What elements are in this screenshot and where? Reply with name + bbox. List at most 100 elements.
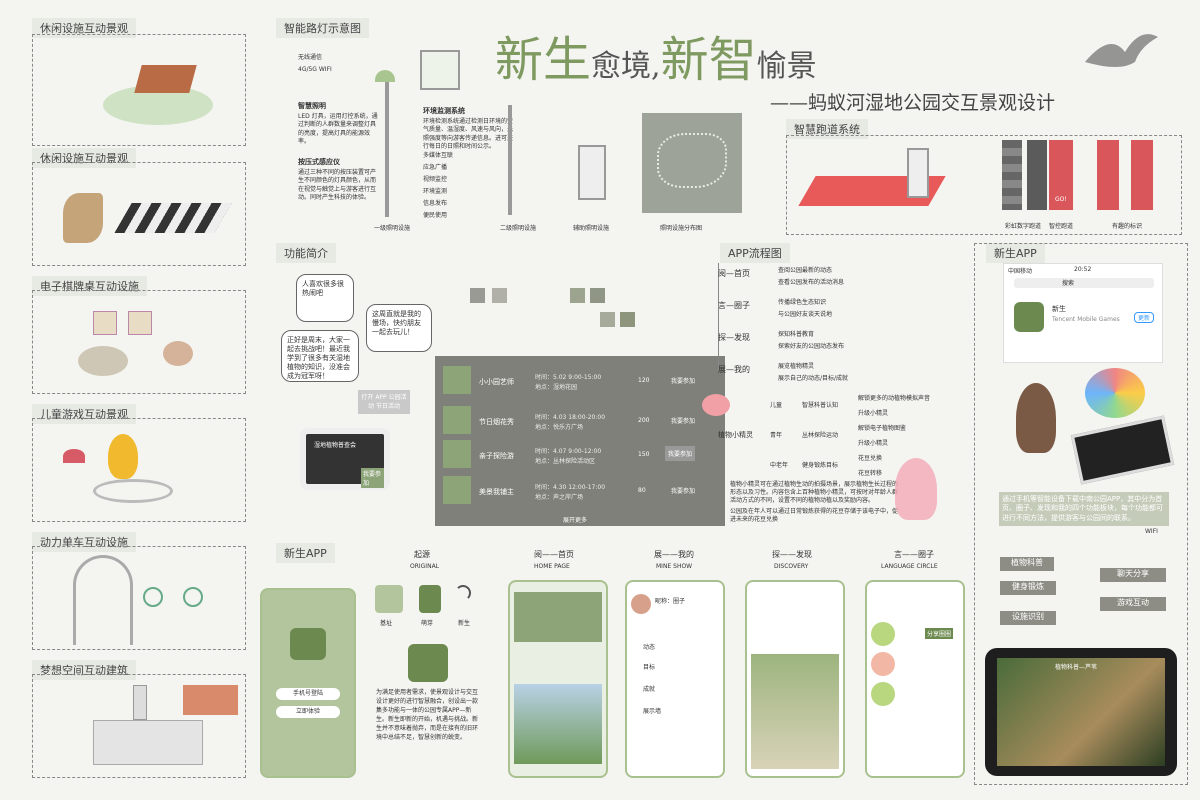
join-button[interactable]: 我要参加 xyxy=(665,446,696,461)
age-outcome: 花豆兑换 xyxy=(858,455,883,462)
bench-shape xyxy=(134,65,197,93)
light-bullet: 信息发布 xyxy=(423,200,448,207)
screen-subheading-home: HOME PAGE xyxy=(534,563,570,570)
circle-phone: 分享圈圈 xyxy=(865,580,965,778)
owl-icon xyxy=(1016,383,1056,453)
event-name: 亲子探险游 xyxy=(479,452,514,460)
signal-icon xyxy=(455,585,471,601)
piano-steps xyxy=(114,203,232,233)
origin-label-2: 萌芽 xyxy=(421,620,434,627)
hand-tablet-right: 植物科普—芦苇 xyxy=(985,648,1177,776)
tag-facility[interactable]: 设施识别 xyxy=(1000,611,1056,625)
event-time: 时间：4.03 18:00-20:00 xyxy=(535,414,606,421)
light-label-4: 照明设施分布图 xyxy=(660,225,703,232)
show-more-link[interactable]: 展开更多 xyxy=(563,517,588,524)
event-row[interactable]: 亲子探险游 时间：4.07 9:00-12:00 地点：丛林探险活动区 150 … xyxy=(443,438,715,472)
app-developer: Tencent Mobile Games xyxy=(1052,316,1120,323)
tag-plant[interactable]: 植物科普 xyxy=(1000,557,1054,571)
press-sensor-heading: 按压式感应仪 xyxy=(298,158,340,166)
light-bullet: 应急广播 xyxy=(423,164,448,171)
env-heading: 环境监测系统 xyxy=(423,107,465,115)
flow-note-2: 公园及在年人可以通过日常锻炼获得的花豆存储于该电子中，促进未来的花豆兑换 xyxy=(730,508,899,524)
building-shape xyxy=(93,720,203,765)
mine-item[interactable]: 目标 xyxy=(643,664,656,671)
screen-subheading-discover: DISCOVERY xyxy=(774,563,809,570)
age-outcome: 升级小精灵 xyxy=(858,410,889,417)
join-button[interactable]: 我要参加 xyxy=(671,488,696,495)
left-panel-6 xyxy=(32,674,246,778)
color-wheel-icon xyxy=(1085,368,1145,418)
home-landscape xyxy=(514,684,602,764)
screen-heading-discover: 探——发现 xyxy=(772,550,812,559)
light-bullet: 视频监控 xyxy=(423,176,448,183)
table-shape xyxy=(78,346,128,376)
wireless-label: 无线通信 xyxy=(298,54,323,61)
join-button[interactable]: 我要参加 xyxy=(671,418,696,425)
flow-note-1: 植物小精灵可在通过植物生动的拍摄场景，展示植物生长过程的形态以及习性。内容包含上… xyxy=(730,481,899,505)
like-count: 120 xyxy=(638,377,650,384)
mine-phone: 昵称：圈子 动态 目标 成就 展示墙 xyxy=(625,580,725,778)
event-place: 地点：丛林探险活动区 xyxy=(535,458,596,465)
event-row[interactable]: 小小园艺师 时间：5.02 9:00-15:00 地点：湿地花园 120 我要参… xyxy=(443,364,715,398)
mine-item[interactable]: 成就 xyxy=(643,686,656,693)
left-title-1: 休闲设施互动景观 xyxy=(32,18,136,38)
age-activity: 智慧科普认知 xyxy=(802,402,839,409)
sprout-icon xyxy=(419,585,441,613)
left-title-4: 儿童游戏互动景观 xyxy=(32,404,136,424)
table-shape xyxy=(163,341,193,366)
flow-item-sub: 探知科普教育 xyxy=(778,331,815,338)
screen-heading-home: 阅——首页 xyxy=(534,550,574,559)
install-button[interactable]: 更新 xyxy=(1134,312,1155,323)
light-bullet: 便民使用 xyxy=(423,212,448,219)
tag-fitness[interactable]: 健身锻炼 xyxy=(1000,581,1056,595)
flow-item-label: 展—我的 xyxy=(718,365,750,374)
plant-sprite-label: 植物小精灵 xyxy=(718,431,753,439)
title-part-3: 新智 xyxy=(660,32,757,88)
mine-item[interactable]: 展示墙 xyxy=(643,708,662,715)
event-list-bg xyxy=(435,356,725,526)
left-panel-2 xyxy=(32,162,246,266)
circle-avatar xyxy=(871,622,895,646)
origin-square-icon xyxy=(375,585,403,613)
map-outline xyxy=(657,133,727,188)
control-track xyxy=(1027,140,1047,210)
light-label-2: 二级照明设施 xyxy=(500,225,537,232)
flow-line xyxy=(718,263,719,373)
photo-thumb xyxy=(600,312,615,327)
press-sensor-body: 通过三种不同的按压装置可产生不同颜色的灯具颜色，从而在视觉与触觉上与游客进行互动… xyxy=(298,169,377,202)
event-row[interactable]: 美景我铺主 时间：4.30 12:00-17:00 地点：声之岸广场 80 我要… xyxy=(443,474,715,508)
origin-subheading: ORIGINAL xyxy=(410,563,440,570)
join-button[interactable]: 我要参加 xyxy=(671,378,696,385)
arch-shape xyxy=(73,555,133,645)
event-time: 时间：5.02 9:00-15:00 xyxy=(535,374,602,381)
track-shape xyxy=(183,685,238,715)
run-heading: 智慧跑道系统 xyxy=(786,119,868,139)
event-place: 地点：悦乐方广场 xyxy=(535,424,584,431)
bike-wheel xyxy=(143,587,163,607)
store-search-input[interactable]: 搜索 xyxy=(1014,278,1154,288)
screen-heading-circle: 言——圈子 xyxy=(894,550,934,559)
try-now-button[interactable]: 立即体验 xyxy=(276,706,340,718)
tag-game[interactable]: 游戏互动 xyxy=(1100,597,1166,611)
light-bullet: 多媒体互联 xyxy=(423,152,454,159)
track-kiosk-icon xyxy=(907,148,929,198)
left-title-3: 电子棋牌桌互动设施 xyxy=(32,276,147,296)
phone-login-button[interactable]: 手机号登陆 xyxy=(276,688,340,700)
go-sign-icon: GO! xyxy=(1049,140,1073,210)
app-description: 通过手机等智能设备下载中南公园APP，其中分为首页、圈子、发现和我的四个功能板块… xyxy=(999,492,1169,527)
tablet-join-button[interactable]: 我要参加 xyxy=(361,468,384,488)
run-label-2: 智控跑道 xyxy=(1049,223,1074,230)
clock-label: 20:52 xyxy=(1074,266,1092,273)
tag-chat[interactable]: 聊天分享 xyxy=(1100,568,1166,582)
screen-subheading-circle: LANGUAGE CIRCLE xyxy=(881,563,938,570)
event-row[interactable]: 节日烟花秀 时间：4.03 18:00-20:00 地点：悦乐方广场 200 我… xyxy=(443,404,715,438)
gardener-icon xyxy=(443,366,471,394)
smart-light-body: LED 灯具，运用灯控系统，通过判断的人群数量来调整灯具的亮度，提高灯具的能源效… xyxy=(298,113,378,146)
mine-item[interactable]: 动态 xyxy=(643,644,656,651)
bottom-heading: 新生APP xyxy=(276,543,335,563)
share-button[interactable]: 分享圈圈 xyxy=(925,628,954,639)
flow-item-label: 探—发现 xyxy=(718,333,750,342)
flow-item-sub: 与公园好友谈天说地 xyxy=(778,311,833,318)
subtitle: ——蚂蚁河湿地公园交互景观设计 xyxy=(770,92,1056,114)
circle-avatar xyxy=(871,652,895,676)
